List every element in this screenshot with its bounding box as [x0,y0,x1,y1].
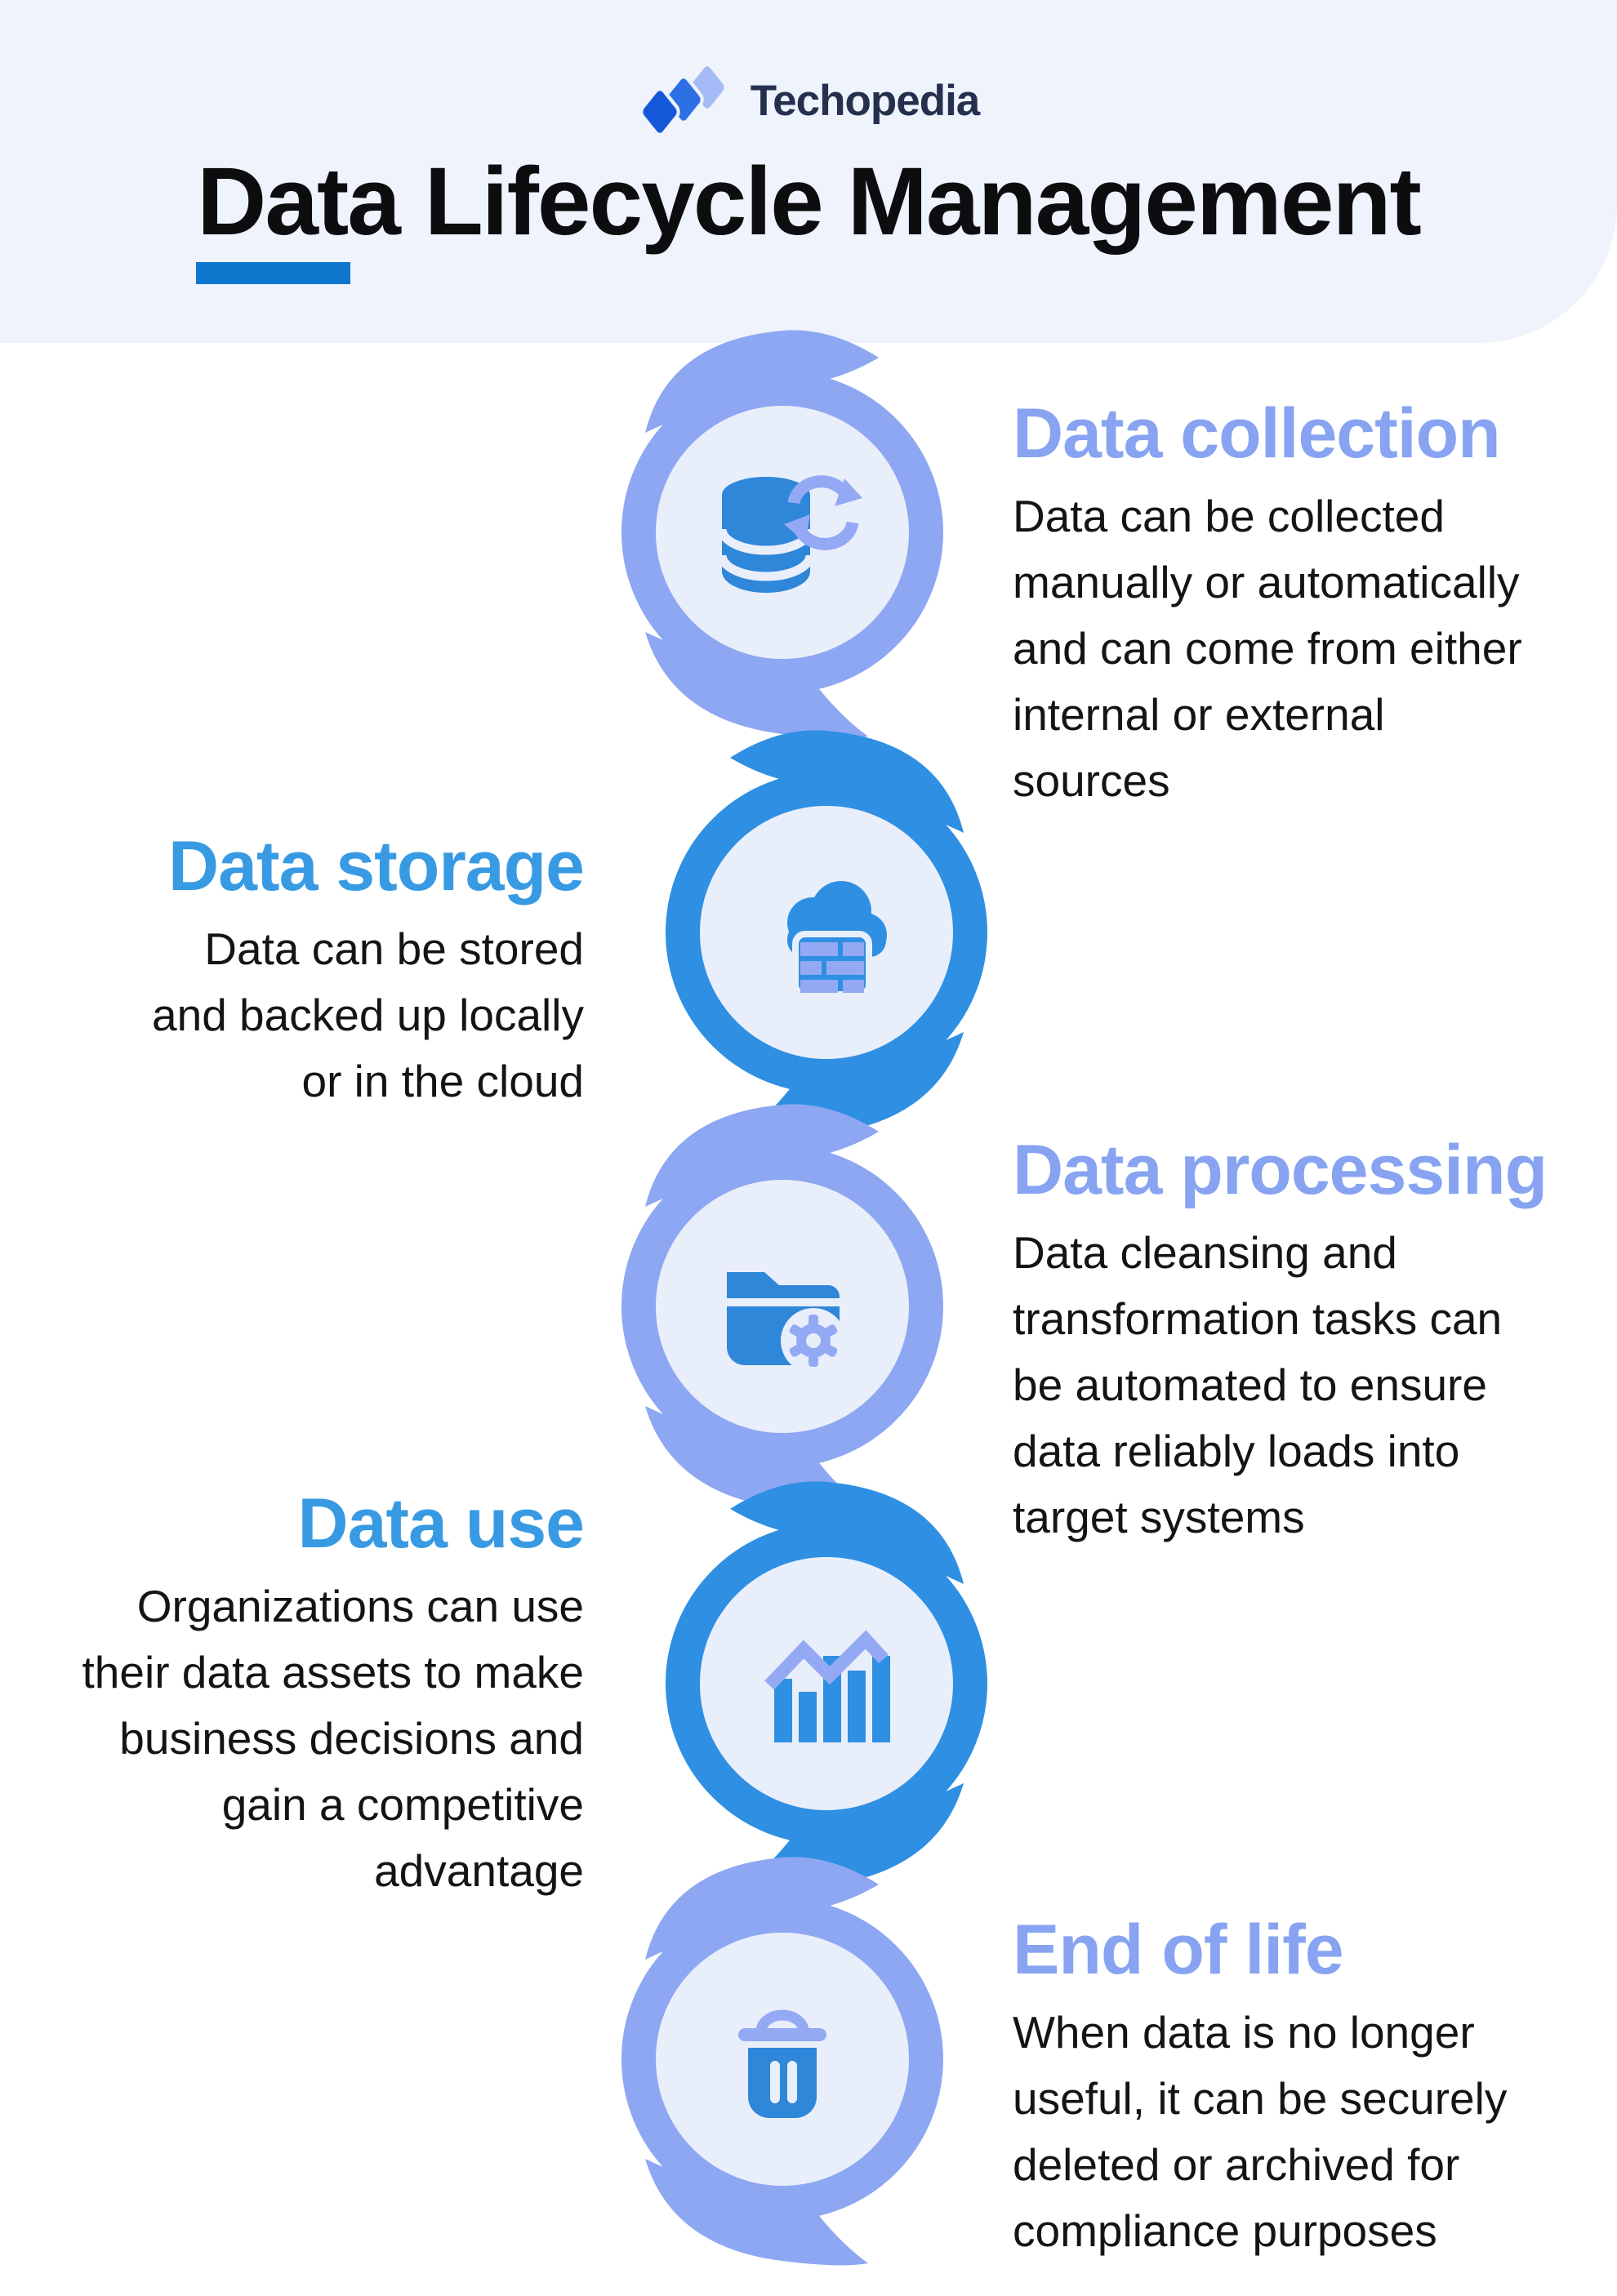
stage-data-collection: Data collection Data can be collected ma… [1013,395,1584,814]
folder-gear-icon [727,1272,846,1373]
stage-data-use: Data use Organizations can use their dat… [0,1484,586,1904]
stage-heading: End of life [1013,1911,1344,1989]
stage-description: When data is no longer useful, it can be… [1013,2007,1508,2256]
techopedia-logo-icon [636,58,730,141]
database-sync-icon [717,475,862,593]
stage-description: Organizations can use their data assets … [82,1581,584,1896]
stage-end-of-life: End of life When data is no longer usefu… [1013,1911,1592,2264]
cloud-storage-icon [787,881,887,998]
stage-heading: Data collection [1013,394,1501,473]
brand-logo: Techopedia [0,58,1617,141]
title-underline [196,262,350,284]
bar-chart-icon [764,1630,890,1742]
stage-heading: Data use [297,1484,586,1563]
page-title: Data Lifecycle Management [197,148,1422,256]
stage-description: Data cleansing and transformation tasks … [1013,1227,1503,1542]
stage-data-processing: Data processing Data cleansing and trans… [1013,1132,1592,1551]
stage-description: Data can be stored and backed up locally… [152,923,584,1106]
stage-heading: Data processing [1013,1131,1548,1209]
header-band [0,0,1617,343]
trash-icon [738,2009,826,2118]
brand-name: Techopedia [750,76,981,125]
stage-description: Data can be collected manually or automa… [1013,491,1522,806]
stage-heading: Data storage [168,827,585,905]
stage-data-storage: Data storage Data can be stored and back… [12,827,585,1115]
